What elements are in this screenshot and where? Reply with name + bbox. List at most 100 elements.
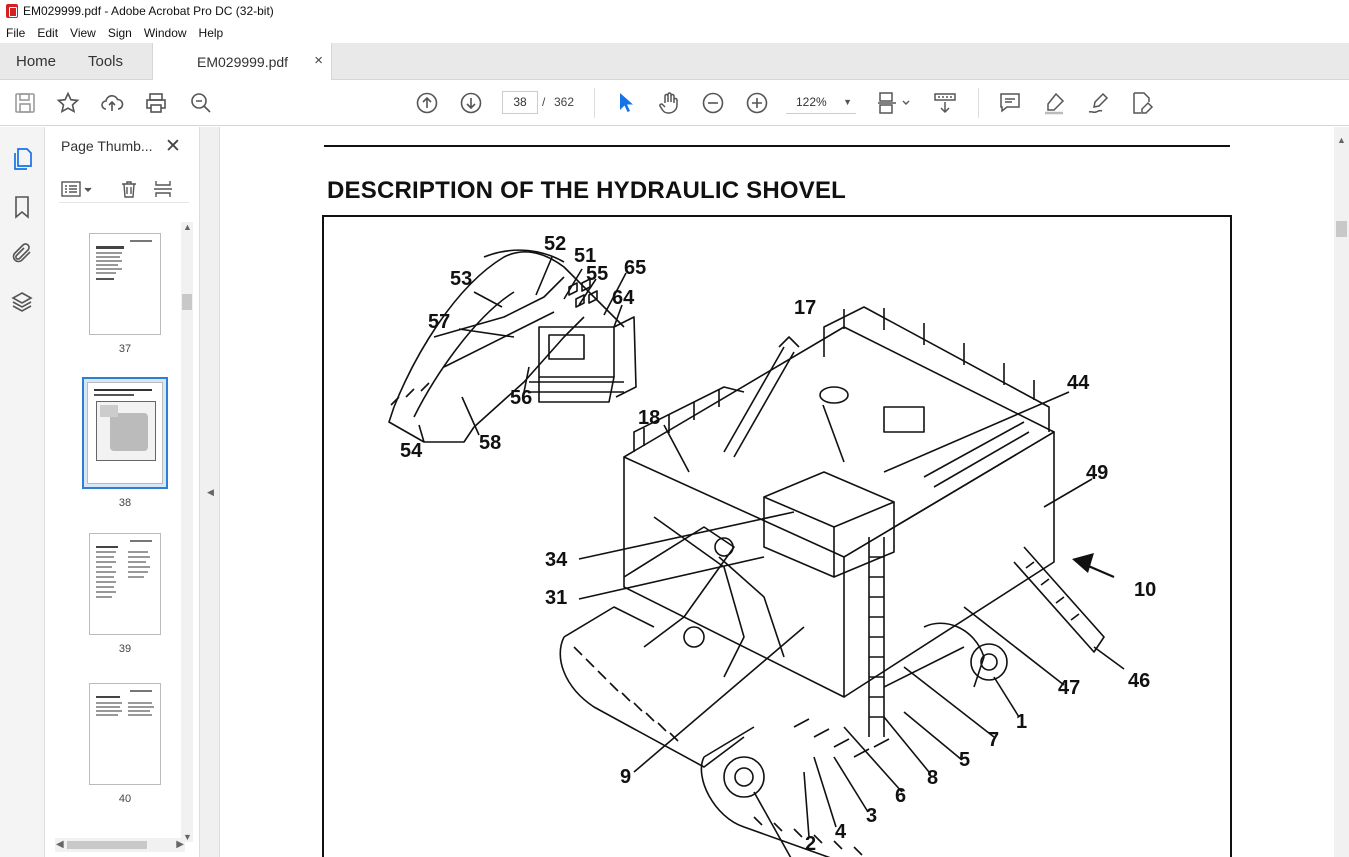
edit-document-icon[interactable] (1130, 91, 1154, 115)
panel-splitter[interactable]: ◀ (200, 127, 220, 857)
illustration-frame: 52 51 55 65 53 64 57 56 58 54 17 44 18 4… (322, 215, 1232, 857)
callout-label: 9 (620, 766, 632, 788)
scrollbar-thumb[interactable] (182, 294, 192, 310)
thumbnail-image (89, 683, 161, 785)
navigation-rail (0, 127, 45, 857)
tab-bar: Home Tools EM029999.pdf × (0, 43, 1349, 80)
callout-label: 47 (1058, 677, 1081, 699)
thumbnail-image (89, 533, 161, 635)
thumbnail-selection-frame (82, 377, 168, 489)
callout-label: 51 (574, 245, 597, 267)
page-separator: / (542, 95, 546, 109)
save-icon[interactable] (13, 91, 37, 115)
callout-label: 2 (805, 833, 817, 855)
scroll-up-arrow-icon[interactable]: ▲ (183, 222, 192, 232)
thumbnail-label: 38 (118, 497, 132, 509)
collapse-panel-arrow-icon[interactable]: ◀ (207, 487, 214, 497)
zoom-level-value: 122% (796, 95, 827, 109)
menu-window[interactable]: Window (143, 25, 187, 40)
callout-label: 10 (1134, 579, 1157, 601)
callout-label: 34 (545, 549, 568, 571)
layers-icon[interactable] (10, 290, 34, 314)
bookmarks-icon[interactable] (10, 195, 34, 219)
previous-page-icon[interactable] (415, 91, 439, 115)
draw-pen-icon[interactable] (1086, 91, 1110, 115)
highlight-pen-icon[interactable] (1042, 91, 1066, 115)
document-view[interactable]: DESCRIPTION OF THE HYDRAULIC SHOVEL (221, 127, 1334, 857)
close-tab-icon[interactable]: × (314, 52, 323, 69)
toolbar-divider (594, 88, 595, 118)
callout-label: 56 (510, 387, 533, 409)
comment-icon[interactable] (998, 91, 1022, 115)
bookmark-star-icon[interactable] (56, 91, 80, 115)
attachments-paperclip-icon[interactable] (10, 241, 34, 265)
scroll-down-arrow-icon[interactable]: ▼ (183, 832, 192, 842)
acrobat-logo-icon (6, 4, 18, 18)
panel-toolbar (59, 177, 189, 203)
tab-home[interactable]: Home (16, 53, 57, 70)
upload-cloud-icon[interactable] (100, 91, 124, 115)
callout-label: 65 (624, 257, 647, 279)
thumbnail-image (89, 233, 161, 335)
callout-label: 4 (835, 821, 847, 843)
callout-label: 17 (794, 297, 817, 319)
menu-view[interactable]: View (70, 25, 96, 40)
document-scrollbar[interactable]: ▲ (1334, 127, 1349, 857)
panel-title: Page Thumb... (61, 138, 153, 154)
callout-label: 18 (638, 407, 661, 429)
zoom-search-icon[interactable] (189, 91, 213, 115)
tab-tools[interactable]: Tools (88, 53, 124, 70)
zoom-in-icon[interactable] (745, 91, 769, 115)
callout-label: 3 (866, 805, 878, 827)
thumbnail-label: 40 (118, 793, 132, 805)
scroll-up-arrow-icon[interactable]: ▲ (1337, 135, 1346, 145)
document-scrollbar-thumb[interactable] (1336, 221, 1347, 237)
select-cursor-icon[interactable] (614, 91, 638, 115)
thumbnail-label: 37 (118, 343, 132, 355)
tab-document[interactable]: EM029999.pdf × (152, 43, 332, 80)
menu-edit[interactable]: Edit (37, 25, 59, 40)
next-page-icon[interactable] (459, 91, 483, 115)
thumbnail-page-37[interactable]: 37 (89, 233, 161, 355)
callout-label: 52 (544, 233, 567, 255)
zoom-level-select[interactable]: 122% ▼ (786, 91, 856, 114)
document-heading: DESCRIPTION OF THE HYDRAULIC SHOVEL (327, 177, 847, 204)
thumbnail-label: 39 (118, 643, 132, 655)
scroll-right-arrow-icon[interactable]: ▶ (176, 839, 184, 850)
callout-label: 46 (1128, 670, 1151, 692)
menu-file[interactable]: File (6, 25, 26, 40)
scroll-left-arrow-icon[interactable]: ◀ (56, 839, 64, 850)
close-panel-icon[interactable]: ✕ (165, 136, 181, 157)
horizontal-scrollbar-thumb[interactable] (67, 841, 147, 849)
window-title: EM029999.pdf - Adobe Acrobat Pro DC (32-… (23, 4, 274, 18)
callout-label: 1 (1016, 711, 1028, 733)
callout-label: 31 (545, 587, 568, 609)
hydraulic-shovel-illustration (388, 249, 1125, 857)
page-thumbnails-panel: Page Thumb... ✕ 37 (45, 127, 200, 857)
page-number-input[interactable]: 38 (502, 91, 538, 114)
toolbar: 38 / 362 122% ▼ (0, 80, 1349, 126)
thumbnail-page-40[interactable]: 40 (89, 683, 161, 805)
thumbnail-horizontal-scrollbar[interactable]: ◀ ▶ (55, 838, 185, 852)
callout-label: 44 (1067, 372, 1090, 394)
title-bar: EM029999.pdf - Adobe Acrobat Pro DC (32-… (0, 0, 1349, 22)
thumbnail-page-38[interactable]: 38 (82, 377, 168, 509)
delete-page-icon[interactable] (119, 179, 139, 199)
thumbnail-image (87, 382, 163, 484)
callout-label: 6 (895, 785, 907, 807)
page-fit-icon[interactable] (876, 91, 912, 115)
hand-tool-icon[interactable] (657, 91, 681, 115)
thumbnail-page-39[interactable]: 39 (89, 533, 161, 655)
zoom-out-icon[interactable] (701, 91, 725, 115)
thumbnail-scrollbar[interactable]: ▲ ▼ (181, 222, 193, 842)
tab-document-label: EM029999.pdf (197, 54, 289, 70)
callout-label: 53 (450, 268, 473, 290)
insert-page-icon[interactable] (153, 179, 173, 199)
menu-sign[interactable]: Sign (107, 25, 132, 40)
menu-help[interactable]: Help (198, 25, 224, 40)
callout-label: 54 (400, 440, 423, 462)
thumbnail-options-icon[interactable] (61, 179, 95, 199)
page-thumbnails-icon[interactable] (10, 147, 34, 171)
print-icon[interactable] (144, 91, 168, 115)
scroll-mode-icon[interactable] (933, 91, 957, 115)
